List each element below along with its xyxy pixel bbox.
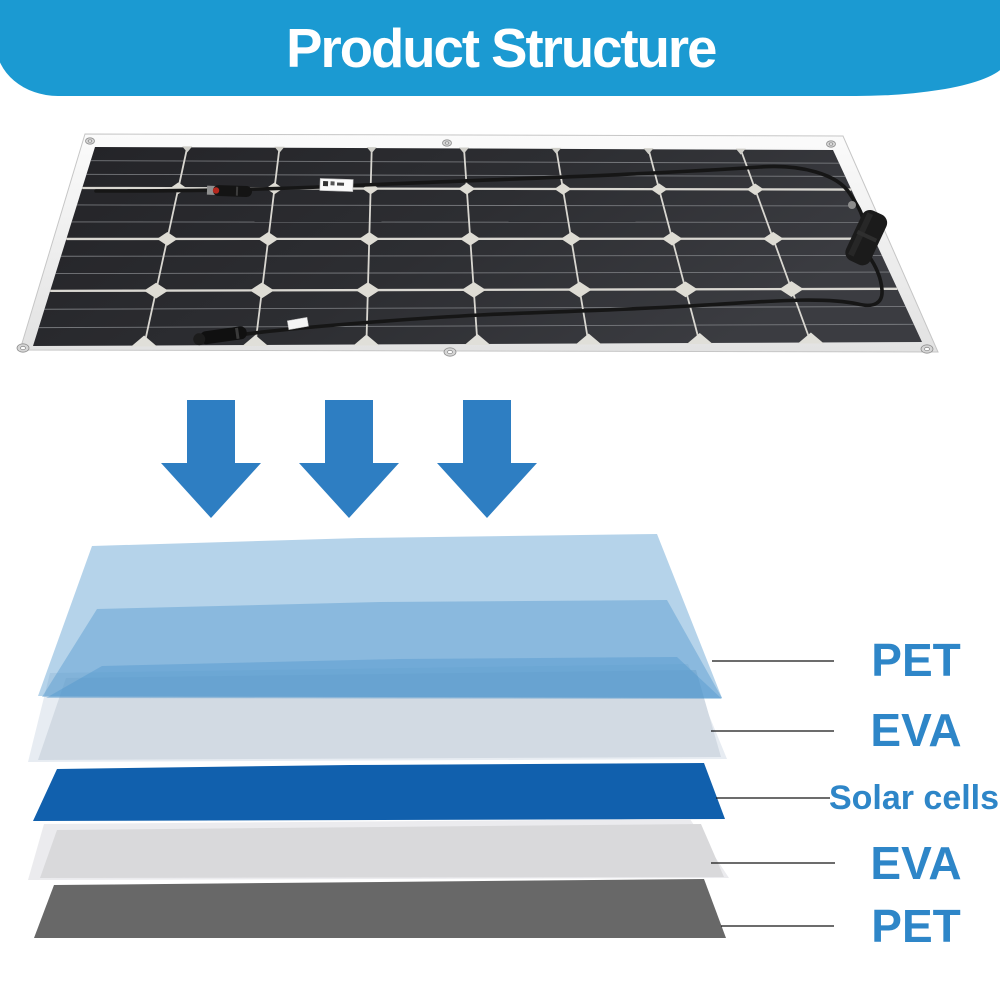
grommets <box>16 137 934 357</box>
junction-box <box>845 209 888 266</box>
bottom-cable-connector <box>193 326 247 346</box>
layer-label-eva-bottom: EVA <box>870 837 962 889</box>
top-cable-connector <box>206 185 252 198</box>
layer-eva-top <box>38 670 721 760</box>
leader-lines <box>711 660 835 927</box>
down-arrow-icon <box>437 400 537 518</box>
down-arrow-icon <box>161 400 261 518</box>
grommet-icon <box>920 344 934 354</box>
layer-pet-top-sheet <box>38 534 722 698</box>
layer-pet-top-sheet <box>46 657 722 699</box>
cable-sticker <box>319 178 354 192</box>
bottom-cable <box>220 253 884 339</box>
cable-tag <box>286 317 309 330</box>
layer-label-solar-cells: Solar cells <box>828 779 1000 817</box>
grommet-icon <box>85 137 95 145</box>
solar-panel-photo <box>16 133 939 357</box>
title-banner: Product Structure <box>0 0 1000 96</box>
grommet-icon <box>442 139 452 147</box>
grommet-icon <box>16 343 30 353</box>
grommet-icon <box>826 140 836 148</box>
down-arrow-icon <box>299 400 399 518</box>
layer-label-pet-bottom: PET <box>871 900 961 952</box>
page-title: Product Structure <box>286 17 717 79</box>
grommet-icon <box>443 347 457 357</box>
panel-cell-area <box>33 147 922 346</box>
layer-solar-cells <box>33 763 725 821</box>
layer-stack <box>28 534 729 938</box>
layer-pet-top-sheet <box>42 600 722 698</box>
down-arrows <box>161 400 537 518</box>
layer-label-pet-top: PET <box>871 634 961 686</box>
layer-pet-bottom <box>34 879 726 938</box>
layer-label-eva-top: EVA <box>870 704 962 756</box>
layer-pet-top <box>38 534 722 699</box>
junction-box-gland <box>848 201 856 209</box>
layer-eva-bottom <box>40 824 724 878</box>
